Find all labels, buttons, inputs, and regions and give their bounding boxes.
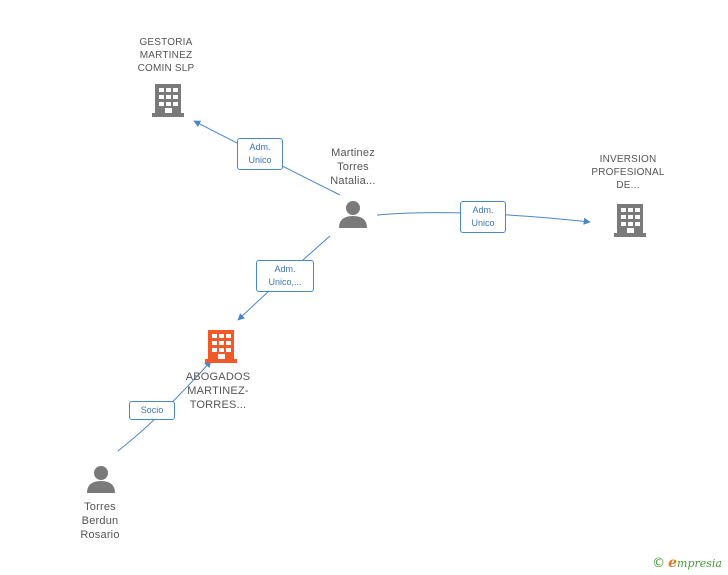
brand-initial: e: [668, 555, 678, 571]
empresia-logo[interactable]: ©empresia: [652, 555, 722, 571]
gestoria-label[interactable]: GESTORIA MARTINEZ COMIN SLP: [137, 37, 195, 74]
natalia-label[interactable]: Martinez Torres Natalia...: [330, 147, 376, 187]
copyright-icon: ©: [652, 556, 666, 571]
rosario-label[interactable]: Torres Berdun Rosario: [80, 501, 120, 541]
edge-label-natalia-abogados[interactable]: Adm. Unico,...: [256, 260, 314, 292]
abogados-building-icon[interactable]: [205, 330, 237, 363]
natalia-person-icon[interactable]: [339, 201, 367, 228]
rosario-person-icon[interactable]: [87, 466, 115, 493]
edge-label-natalia-gestoria[interactable]: Adm. Unico: [237, 138, 283, 170]
edge-label-natalia-inversion[interactable]: Adm. Unico: [460, 201, 506, 233]
inversion-building-icon[interactable]: [614, 204, 646, 237]
gestoria-building-icon[interactable]: [152, 84, 184, 117]
abogados-label[interactable]: ABOGADOS MARTINEZ- TORRES...: [185, 371, 251, 411]
brand-name: mpresia: [677, 557, 722, 570]
inversion-label[interactable]: INVERSION PROFESIONAL DE...: [591, 154, 665, 191]
edge-label-rosario-abogados[interactable]: Socio: [129, 401, 175, 420]
